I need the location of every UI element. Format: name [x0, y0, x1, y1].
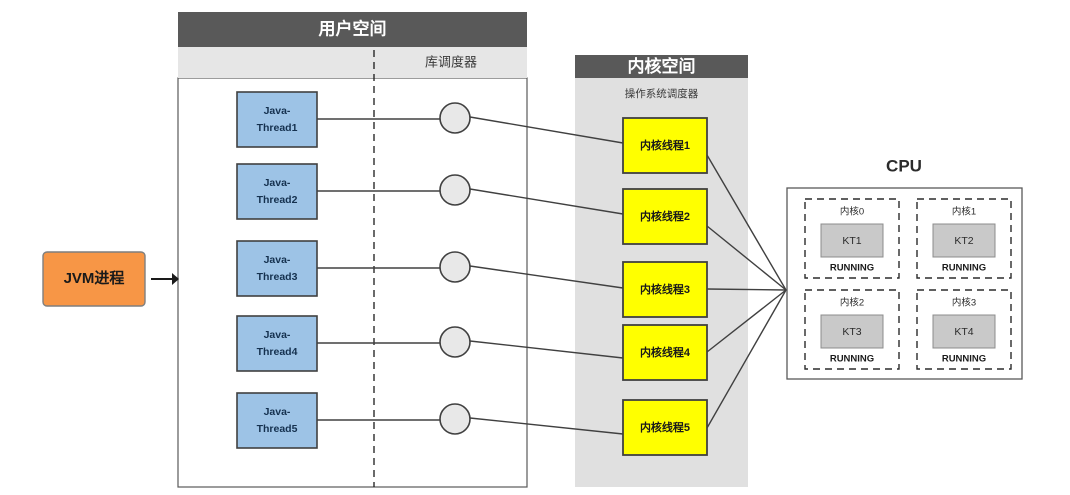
jvm-process-box[interactable]	[42, 251, 146, 307]
scheduler-to-kernel-connectors	[469, 116, 624, 435]
core-0-kt-label: KT1	[842, 235, 861, 247]
kernel-thread-3-box[interactable]	[622, 261, 708, 318]
core-3-state: RUNNING	[942, 354, 986, 365]
kernel-thread-item-3[interactable]: 内核线程3	[622, 261, 708, 318]
core-0-dashed-box	[804, 198, 900, 279]
java-thread-5-box[interactable]	[236, 392, 318, 449]
kernel-thread-1-label: 内核线程1	[640, 138, 690, 152]
user-space-band	[178, 47, 527, 78]
jvm-arrow-head	[172, 273, 179, 285]
os-scheduler-label: 操作系统调度器	[625, 87, 699, 100]
java-thread-item-3[interactable]: Java- Thread3	[236, 240, 318, 297]
scheduler-node-4[interactable]	[439, 326, 471, 358]
scheduler-node-2[interactable]	[439, 174, 471, 206]
user-space-body	[177, 77, 528, 488]
connector-kt4-cpu	[706, 289, 787, 353]
java-thread-2-label-line2: Thread2	[257, 194, 298, 206]
core-2-name: 内核2	[840, 297, 864, 309]
cpu-outer-box	[786, 187, 1023, 380]
jvm-process-label: JVM进程	[64, 270, 125, 287]
scheduler-node-3[interactable]	[439, 251, 471, 283]
library-scheduler-label: 库调度器	[425, 54, 477, 69]
java-thread-1-label-line1: Java-	[264, 105, 291, 117]
java-thread-1-label-line2: Thread1	[257, 122, 298, 134]
scheduler-node-5[interactable]	[439, 403, 471, 435]
java-thread-5-label-line1: Java-	[264, 406, 291, 418]
java-thread-1-box[interactable]	[236, 91, 318, 148]
user-space-header-bar	[178, 12, 527, 47]
scheduler-node-list	[439, 102, 471, 435]
java-thread-5-label-line2: Thread5	[257, 423, 298, 435]
core-1-state: RUNNING	[942, 263, 986, 274]
java-thread-item-2[interactable]: Java- Thread2	[236, 163, 318, 220]
core-2-kt-label: KT3	[842, 326, 861, 338]
connector-kt1-cpu	[706, 154, 787, 291]
core-2-dashed-box	[804, 289, 900, 370]
connector-node4-kt4	[469, 340, 624, 359]
kernel-thread-2-label: 内核线程2	[640, 209, 690, 223]
java-thread-3-label-line1: Java-	[264, 254, 291, 266]
core-1-kt-label: KT2	[954, 235, 973, 247]
core-3-kt-label: KT4	[954, 326, 973, 338]
kernel-thread-5-label: 内核线程5	[640, 420, 690, 434]
java-thread-3-label-line2: Thread3	[257, 271, 298, 283]
core-0-kt-box	[820, 223, 884, 258]
kernel-thread-2-box[interactable]	[622, 188, 708, 245]
connector-kt5-cpu	[706, 289, 787, 429]
core-3-dashed-box	[916, 289, 1012, 370]
java-thread-2-label-line1: Java-	[264, 177, 291, 189]
thread-to-scheduler-connectors	[317, 118, 440, 421]
connector-node2-kt2	[469, 188, 624, 215]
kernel-space-header-bar	[575, 55, 748, 78]
core-0-state: RUNNING	[830, 263, 874, 274]
core-0-name: 内核0	[840, 206, 864, 218]
core-3-kt-box	[932, 314, 996, 349]
kernel-thread-item-2[interactable]: 内核线程2	[622, 188, 708, 245]
scheduler-node-1[interactable]	[439, 102, 471, 134]
java-thread-4-box[interactable]	[236, 315, 318, 372]
jvm-process-group: JVM进程	[42, 251, 179, 307]
kernel-thread-item-5[interactable]: 内核线程5	[622, 399, 708, 456]
java-thread-item-4[interactable]: Java- Thread4	[236, 315, 318, 372]
java-thread-4-label-line1: Java-	[264, 329, 291, 341]
kernel-thread-5-box[interactable]	[622, 399, 708, 456]
java-thread-2-box[interactable]	[236, 163, 318, 220]
cpu-core-3: 内核3 KT4 RUNNING	[916, 289, 1012, 370]
cpu-core-1: 内核1 KT2 RUNNING	[916, 198, 1012, 279]
java-thread-4-label-line2: Thread4	[257, 346, 298, 358]
core-1-name: 内核1	[952, 206, 976, 218]
connector-node5-kt5	[469, 417, 624, 435]
kernel-space-title: 内核空间	[628, 56, 696, 76]
cpu-group: CPU 内核0 KT1 RUNNING 内核1 KT2 RUNNING	[786, 156, 1023, 380]
java-thread-item-1[interactable]: Java- Thread1	[236, 91, 318, 148]
cpu-title: CPU	[886, 156, 922, 175]
cpu-core-0: 内核0 KT1 RUNNING	[804, 198, 900, 279]
kernel-thread-item-1[interactable]: 内核线程1	[622, 117, 708, 174]
kernel-thread-list: 内核线程1 内核线程2 内核线程3 内核线程4 内核线程5	[622, 117, 708, 456]
core-1-dashed-box	[916, 198, 1012, 279]
kernel-thread-4-box[interactable]	[622, 324, 708, 381]
core-1-kt-box	[932, 223, 996, 258]
kernel-thread-1-box[interactable]	[622, 117, 708, 174]
kernel-to-cpu-connectors	[706, 154, 787, 429]
kernel-thread-item-4[interactable]: 内核线程4	[622, 324, 708, 381]
kernel-thread-4-label: 内核线程4	[640, 345, 691, 359]
cpu-core-2: 内核2 KT3 RUNNING	[804, 289, 900, 370]
kernel-thread-3-label: 内核线程3	[640, 282, 690, 296]
connector-kt3-cpu	[706, 288, 787, 291]
java-thread-item-5[interactable]: Java- Thread5	[236, 392, 318, 449]
connector-node1-kt1	[469, 116, 624, 144]
java-thread-list: Java- Thread1 Java- Thread2 Java- Thread…	[236, 91, 318, 449]
java-thread-3-box[interactable]	[236, 240, 318, 297]
connector-kt2-cpu	[706, 225, 787, 291]
core-3-name: 内核3	[952, 297, 976, 309]
user-space-title: 用户空间	[319, 18, 387, 38]
connector-node3-kt3	[469, 265, 624, 289]
user-space-panel: 用户空间 库调度器	[177, 12, 528, 488]
core-2-kt-box	[820, 314, 884, 349]
core-2-state: RUNNING	[830, 354, 874, 365]
jvm-to-userspace-arrow	[151, 273, 179, 285]
